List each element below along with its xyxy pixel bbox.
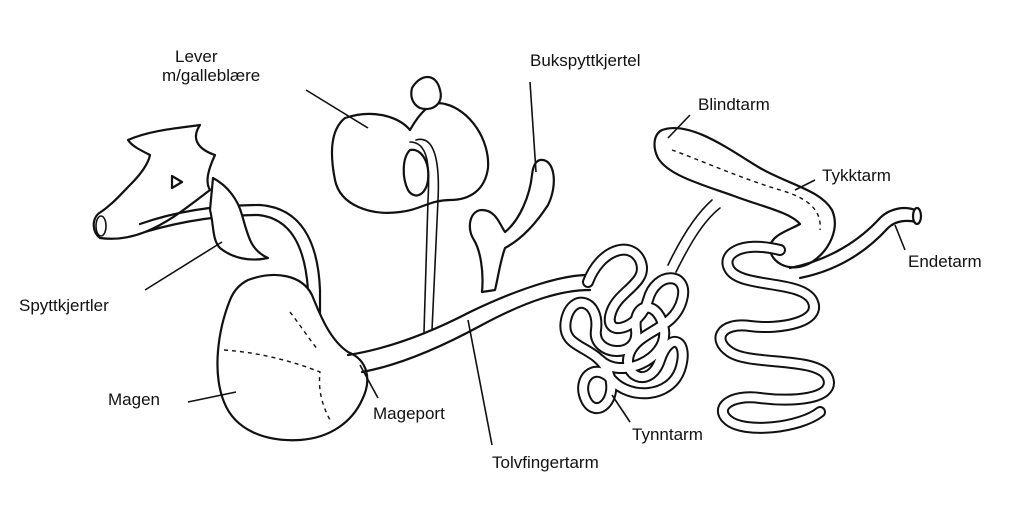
bile-duct bbox=[415, 138, 440, 331]
salivary-gland bbox=[208, 176, 270, 261]
leader-lines bbox=[144, 81, 906, 446]
label-mageport: Mageport bbox=[373, 404, 445, 423]
large-intestine bbox=[653, 127, 923, 434]
label-spyttkjertler: Spyttkjertler bbox=[19, 296, 109, 315]
label-bukspyttkjertel: Bukspyttkjertel bbox=[530, 51, 641, 70]
oesophagus bbox=[138, 203, 322, 322]
label-blindtarm: Blindtarm bbox=[698, 95, 770, 114]
small-intestine bbox=[559, 199, 721, 415]
label-magen: Magen bbox=[108, 390, 160, 409]
label-tynntarm: Tynntarm bbox=[632, 425, 703, 444]
pig-head bbox=[92, 123, 217, 240]
gall-bladder bbox=[402, 148, 430, 197]
label-tolvfingertarm: Tolvfingertarm bbox=[492, 453, 599, 472]
pancreas bbox=[468, 158, 555, 294]
label-lever: Lever bbox=[175, 47, 218, 66]
label-galleblaere: m/galleblære bbox=[162, 66, 261, 85]
stomach bbox=[216, 273, 369, 442]
label-tykktarm: Tykktarm bbox=[822, 166, 891, 185]
label-endetarm: Endetarm bbox=[908, 252, 982, 271]
duodenum bbox=[346, 273, 587, 357]
